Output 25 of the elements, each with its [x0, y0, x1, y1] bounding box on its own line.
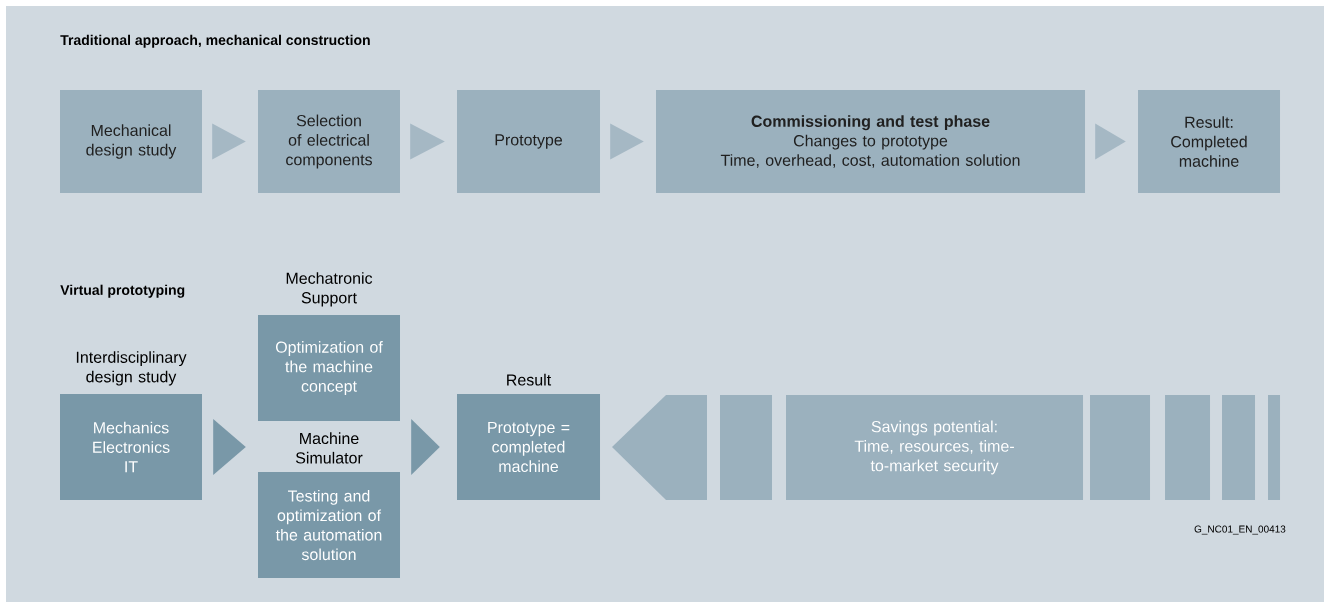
chevron-arrow — [411, 419, 440, 447]
process-box: Mechanics Electronics IT — [60, 394, 202, 500]
box-heading: Mechatronic Support — [286, 272, 373, 307]
process-box: Mechanical design study — [60, 90, 202, 193]
section-heading: Traditional approach, mechanical construction — [60, 34, 370, 48]
process-box: Savings potential: Time, resources, time-to-market security — [786, 395, 1083, 500]
process-box: Optimization of the machine concept — [258, 315, 400, 421]
box-heading: Machine Simulator — [295, 432, 363, 464]
section-heading: Virtual prototyping — [60, 284, 185, 298]
figure-id: G_NC01_EN_00413 — [1194, 525, 1286, 535]
process-box: Commissioning and test phase Changes to prototype Time, overhead, cost, automation solution — [656, 90, 1085, 193]
chevron-arrow — [213, 447, 246, 475]
process-box: Prototype = completed machine — [457, 394, 600, 500]
chevron-arrow — [411, 447, 440, 475]
chevron-arrow — [410, 123, 445, 160]
chevron-arrow — [1095, 123, 1126, 160]
chevron-arrow — [610, 123, 644, 160]
chevron-arrow — [213, 419, 246, 447]
process-box: Result: Completed machine — [1138, 90, 1280, 193]
chevron-arrow — [212, 123, 246, 160]
process-box: Prototype — [457, 90, 600, 193]
box-heading: Interdisciplinary design study — [76, 351, 187, 386]
box-heading: Result — [507, 373, 552, 386]
process-box: Testing and optimization of the automation solution — [258, 472, 400, 578]
process-box: Selection of electrical components — [258, 90, 400, 193]
